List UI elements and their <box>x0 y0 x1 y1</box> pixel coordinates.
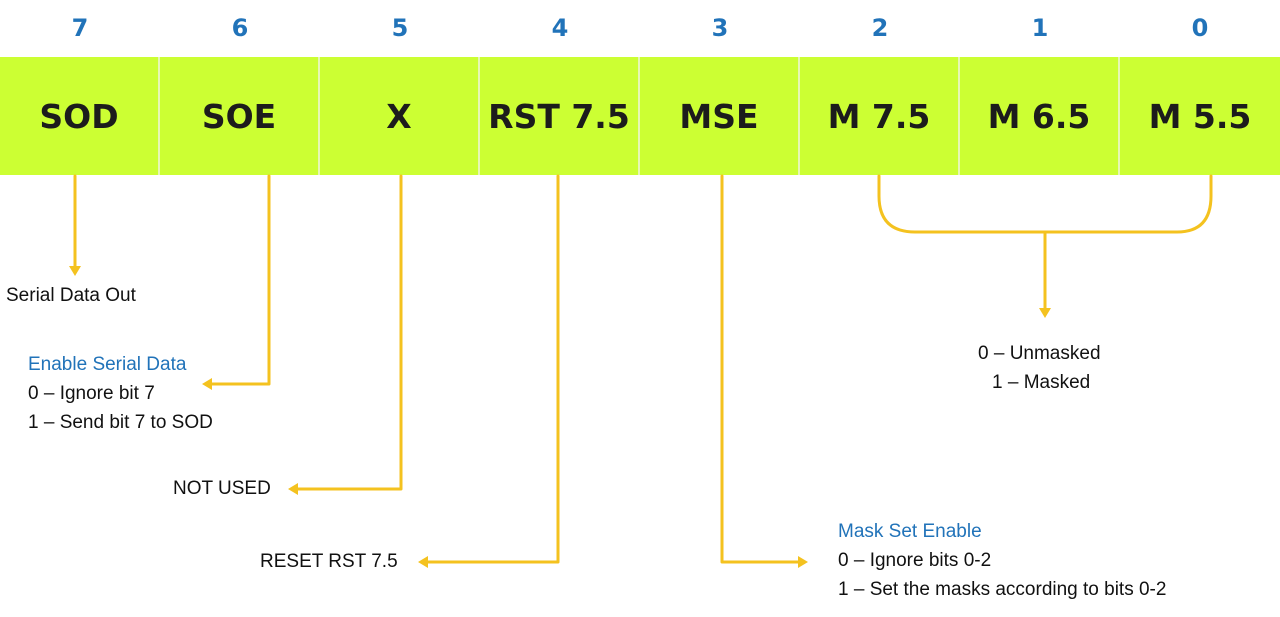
bit-cell-mse: MSE <box>640 57 800 175</box>
bit-number-4: 4 <box>551 14 569 42</box>
mask-arrowhead <box>1039 308 1051 318</box>
mask-option-0: 0 – Unmasked <box>978 343 1101 364</box>
mask-bracket <box>877 174 1213 234</box>
x-connector <box>296 174 403 491</box>
bit-cell-m65: M 6.5 <box>960 57 1120 175</box>
sod-description: Serial Data Out <box>6 285 136 306</box>
bit-number-7: 7 <box>71 14 89 42</box>
bit-cell-rst75: RST 7.5 <box>480 57 640 175</box>
soe-option-0: 0 – Ignore bit 7 <box>28 383 155 404</box>
mse-heading: Mask Set Enable <box>838 521 982 542</box>
bit-cell-x: X <box>320 57 480 175</box>
bit-number-3: 3 <box>711 14 729 42</box>
bit-number-2: 2 <box>871 14 889 42</box>
bit-number-0: 0 <box>1191 14 1209 42</box>
soe-arrowhead <box>202 378 212 390</box>
x-arrowhead <box>288 483 298 495</box>
sod-arrowhead <box>69 266 81 276</box>
bit-number-5: 5 <box>391 14 409 42</box>
bit-cell-soe: SOE <box>160 57 320 175</box>
mse-option-0: 0 – Ignore bits 0-2 <box>838 550 992 571</box>
soe-connector <box>210 174 271 386</box>
x-description: NOT USED <box>173 478 271 499</box>
rst-arrowhead <box>418 556 428 568</box>
bit-cell-m75: M 7.5 <box>800 57 960 175</box>
soe-option-1: 1 – Send bit 7 to SOD <box>28 412 213 433</box>
mask-option-1: 1 – Masked <box>992 372 1091 393</box>
rst-description: RESET RST 7.5 <box>260 551 398 572</box>
mse-option-1: 1 – Set the masks according to bits 0-2 <box>838 579 1167 600</box>
bit-cell-m55: M 5.5 <box>1120 57 1280 175</box>
mse-connector <box>720 174 800 564</box>
soe-heading: Enable Serial Data <box>28 354 187 375</box>
rst-connector <box>426 174 560 564</box>
bit-cell-sod: SOD <box>0 57 160 175</box>
mse-arrowhead <box>798 556 808 568</box>
bit-number-1: 1 <box>1031 14 1049 42</box>
bit-number-6: 6 <box>231 14 249 42</box>
sim-register-row: SOD SOE X RST 7.5 MSE M 7.5 M 6.5 M 5.5 <box>0 57 1280 175</box>
